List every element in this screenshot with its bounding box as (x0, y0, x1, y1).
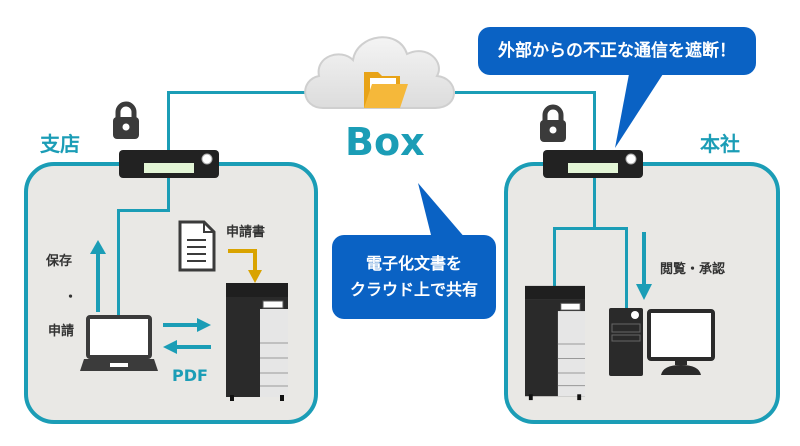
firewall-router-icon (543, 150, 643, 178)
hq-lan-to-pc (625, 227, 628, 309)
apply-label: 申請 (48, 324, 75, 339)
view-approve-label: 閲覧・承認 (660, 262, 726, 277)
desktop-tower-icon (609, 308, 643, 376)
folder-icon (364, 72, 408, 108)
application-form-label: 申請書 (226, 225, 266, 240)
pdf-label: PDF (172, 366, 208, 385)
lock-icon (113, 101, 139, 139)
upload-arrow-icon (90, 240, 106, 312)
separator-dot: ・ (64, 290, 78, 305)
hq-label: 本社 (700, 132, 740, 156)
share-callout-line2: クラウド上で共有 (349, 280, 478, 299)
hq-lan-horizontal (553, 227, 628, 230)
firewall-callout: 外部からの不正な通信を遮断！ (478, 27, 756, 75)
save-label: 保存 (46, 254, 73, 269)
hq-uplink-vertical (593, 91, 596, 156)
firewall-callout-text: 外部からの不正な通信を遮断！ (498, 41, 736, 61)
lock-icon (540, 104, 566, 142)
return-arrow-icon (163, 340, 211, 354)
branch-uplink-vertical (167, 91, 170, 156)
hq-uplink-horizontal (455, 91, 595, 94)
document-icon (178, 220, 216, 272)
branch-lan-vertical (167, 178, 170, 210)
branch-uplink-horizontal (167, 91, 307, 94)
multifunction-printer-icon (525, 285, 585, 401)
download-arrow-icon (636, 232, 652, 300)
laptop-icon (80, 315, 158, 371)
multifunction-printer-icon (226, 283, 288, 401)
share-callout-tail (418, 183, 466, 239)
hq-lan-to-printer (553, 227, 556, 287)
branch-lan-horizontal (117, 209, 170, 212)
share-callout: 電子化文書を クラウド上で共有 (332, 235, 496, 319)
cloud-icon (304, 36, 455, 109)
firewall-router-icon (119, 150, 219, 178)
branch-label: 支店 (40, 132, 80, 156)
send-arrow-icon (163, 318, 211, 332)
share-callout-line1: 電子化文書を (365, 254, 462, 273)
monitor-icon (647, 309, 715, 375)
firewall-callout-tail (615, 74, 663, 148)
hq-lan-vertical (593, 178, 596, 228)
scan-arrow-icon (228, 249, 262, 283)
branch-lan-to-laptop (117, 209, 120, 319)
box-service-label: Box (345, 120, 425, 164)
